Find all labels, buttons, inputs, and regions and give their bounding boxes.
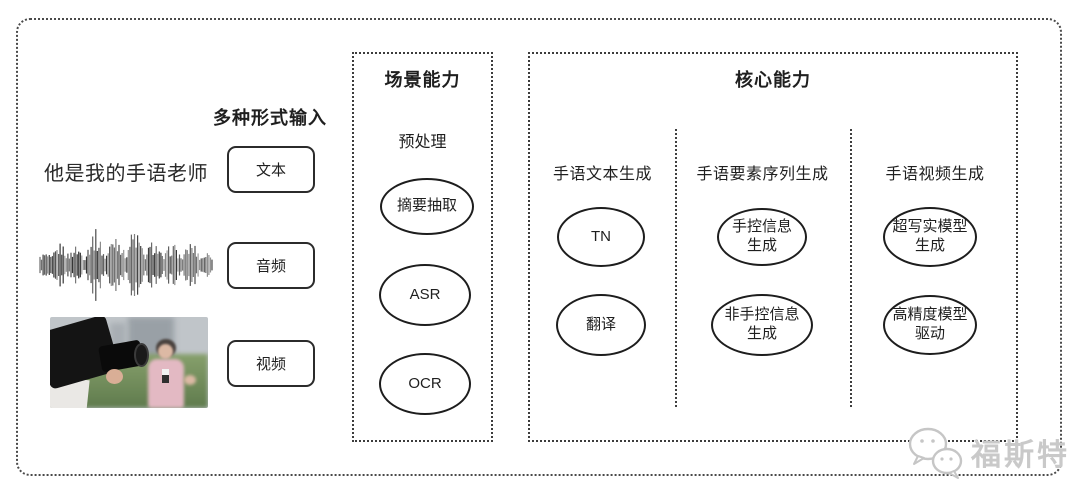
input-box-audio: 音频 bbox=[227, 242, 315, 289]
node-non-manual-info-generation: 非手控信息 生成 bbox=[711, 294, 813, 356]
reporter-face bbox=[158, 344, 173, 359]
node-tn: TN bbox=[557, 207, 645, 267]
input-box-audio-label: 音频 bbox=[255, 258, 286, 275]
input-box-video: 视频 bbox=[227, 340, 315, 387]
column-divider bbox=[675, 129, 677, 407]
column-header-sl-element-sequence-generation: 手语要素序列生成 bbox=[696, 166, 829, 183]
column-header-sl-video-generation: 手语视频生成 bbox=[885, 166, 985, 183]
video-thumbnail bbox=[50, 317, 208, 408]
input-box-video-label: 视频 bbox=[255, 356, 286, 373]
scene-capability-title: 场景能力 bbox=[384, 70, 461, 90]
microphone-shape bbox=[162, 369, 169, 383]
microphone-label bbox=[162, 369, 169, 375]
camera-lens-front bbox=[134, 343, 149, 367]
node-summary-extraction: 摘要抽取 bbox=[380, 178, 474, 235]
node-translation: 翻译 bbox=[556, 294, 646, 356]
node-hyperrealistic-model-generation: 超写实模型 生成 bbox=[883, 207, 977, 267]
core-capability-box: 核心能力 手语文本生成 手语要素序列生成 手语视频生成 TN 翻译 手控信息 生… bbox=[528, 52, 1018, 442]
reporter-hand bbox=[184, 375, 196, 385]
watermark-text: 福斯特 bbox=[971, 439, 1070, 472]
scene-capability-box: 场景能力 预处理 摘要抽取 ASR OCR bbox=[352, 52, 493, 442]
cameraman-hand bbox=[106, 369, 123, 384]
node-ocr: OCR bbox=[379, 353, 471, 415]
wechat-logo-icon bbox=[908, 427, 963, 479]
column-header-sl-text-generation: 手语文本生成 bbox=[552, 166, 652, 183]
input-section-label: 多种形式输入 bbox=[213, 108, 327, 128]
input-box-text: 文本 bbox=[227, 146, 315, 193]
column-divider bbox=[850, 129, 852, 407]
node-manual-info-generation: 手控信息 生成 bbox=[717, 208, 807, 266]
preprocessing-label: 预处理 bbox=[398, 134, 447, 151]
reporter-body bbox=[148, 359, 184, 408]
node-high-precision-model-driving: 高精度模型 驱动 bbox=[883, 295, 977, 355]
audio-waveform bbox=[39, 229, 213, 301]
outer-dotted-border bbox=[16, 18, 1062, 476]
watermark: 福斯特 bbox=[904, 424, 1070, 480]
sample-sentence-text: 他是我的手语老师 bbox=[44, 163, 208, 185]
input-box-text-label: 文本 bbox=[255, 162, 286, 179]
core-capability-title: 核心能力 bbox=[735, 70, 811, 90]
node-asr: ASR bbox=[379, 264, 471, 326]
